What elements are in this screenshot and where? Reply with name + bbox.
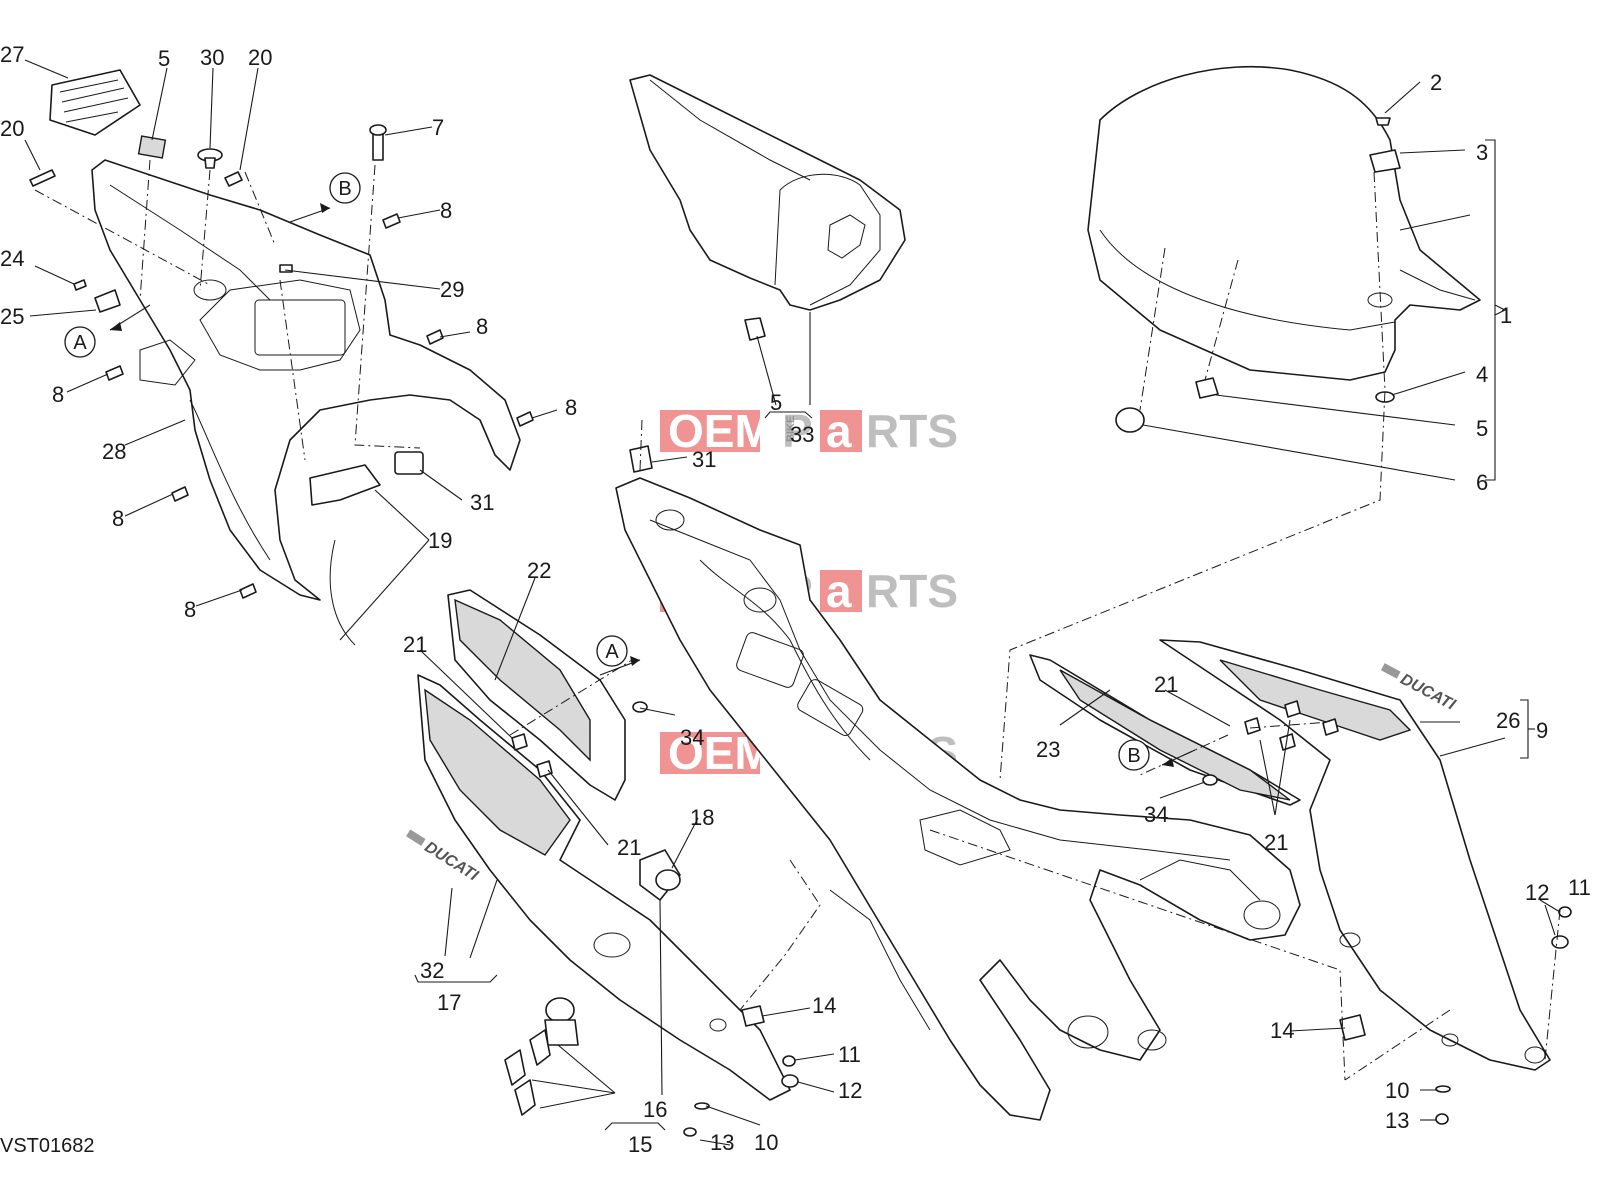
callout-5: 5 <box>158 46 170 71</box>
rear-subframe <box>615 477 1301 1121</box>
right-side-panel <box>1159 639 1551 1071</box>
svg-text:RTS: RTS <box>866 405 958 457</box>
rider-seat <box>1087 65 1481 381</box>
callout-31: 31 <box>692 447 716 472</box>
callout-26: 26 <box>1496 708 1520 733</box>
callout-30: 30 <box>200 45 224 70</box>
callout-5: 5 <box>770 390 782 415</box>
callout-8: 8 <box>476 314 488 339</box>
reference-mark-a-center: A <box>596 635 628 667</box>
callout-25: 25 <box>0 304 24 329</box>
svg-text:B: B <box>1127 745 1140 767</box>
callout-29: 29 <box>440 277 464 302</box>
callout-8: 8 <box>565 395 577 420</box>
callout-10: 10 <box>1385 1078 1409 1103</box>
callout-3: 3 <box>1476 140 1488 165</box>
callout-4: 4 <box>1476 362 1488 387</box>
callout-34: 34 <box>1144 802 1168 827</box>
assembly-lines <box>34 159 1561 1081</box>
svg-text:DUCATI: DUCATI <box>1398 671 1459 714</box>
svg-text:B: B <box>338 178 351 200</box>
callout-34: 34 <box>680 725 704 750</box>
callout-15: 15 <box>628 1132 652 1157</box>
svg-text:a: a <box>826 405 852 457</box>
callout-16: 16 <box>643 1097 667 1122</box>
svg-text:a: a <box>826 565 852 617</box>
svg-text:A: A <box>605 641 619 663</box>
callout-32: 32 <box>420 958 444 983</box>
reference-mark-a-left: A <box>64 326 96 358</box>
callouts: 1 2 3 4 5 5 5 6 7 8 8 8 8 8 8 9 10 10 11… <box>0 42 1591 1157</box>
right-inner-strip <box>1029 654 1301 806</box>
callout-14: 14 <box>1270 1018 1294 1043</box>
callout-2: 2 <box>1430 70 1442 95</box>
callout-7: 7 <box>432 115 444 140</box>
callout-21: 21 <box>617 835 641 860</box>
callout-19: 19 <box>428 528 452 553</box>
bracket-cable <box>309 451 424 646</box>
leader-lines <box>24 59 1561 1146</box>
passenger-seat <box>629 74 906 311</box>
callout-33: 33 <box>790 422 814 447</box>
callout-27: 27 <box>0 42 24 67</box>
svg-text:BIKE: BIKE <box>785 416 797 442</box>
callout-21: 21 <box>1154 672 1178 697</box>
callout-8: 8 <box>112 506 124 531</box>
callout-20: 20 <box>248 45 272 70</box>
callout-21: 21 <box>1264 830 1288 855</box>
callout-6: 6 <box>1476 470 1488 495</box>
callout-9: 9 <box>1536 718 1548 743</box>
svg-text:A: A <box>73 332 87 354</box>
callout-5: 5 <box>1476 416 1488 441</box>
diagram-code: VST01682 <box>0 1135 95 1157</box>
callout-21: 21 <box>403 632 427 657</box>
callout-17: 17 <box>437 990 461 1015</box>
left-side-panel-lower <box>417 674 791 1101</box>
tail-section <box>91 159 521 601</box>
callout-13: 13 <box>1385 1108 1409 1133</box>
callout-18: 18 <box>690 805 714 830</box>
reference-arrows <box>109 203 1196 767</box>
fuel-cap-lock <box>544 849 681 1046</box>
svg-text:RTS: RTS <box>866 565 958 617</box>
callout-24: 24 <box>0 246 24 271</box>
callout-12: 12 <box>1525 880 1549 905</box>
reference-mark-b-right: B <box>1118 739 1150 771</box>
callout-11: 11 <box>1568 875 1591 900</box>
rubber-pad <box>49 69 141 136</box>
callout-8: 8 <box>52 382 64 407</box>
callout-11: 11 <box>838 1042 861 1067</box>
left-side-panel-upper <box>447 589 626 801</box>
callout-14: 14 <box>812 993 836 1018</box>
callout-1: 1 <box>1500 303 1512 328</box>
callout-8: 8 <box>440 198 452 223</box>
reference-mark-b-top: B <box>329 172 361 204</box>
pad-small <box>137 135 167 159</box>
small-hardware <box>29 117 1572 1137</box>
callout-8: 8 <box>184 597 196 622</box>
watermark: OEM BIKE P a RTS <box>660 405 958 457</box>
callout-23: 23 <box>1036 737 1060 762</box>
callout-28: 28 <box>102 439 126 464</box>
callout-20: 20 <box>0 116 24 141</box>
callout-12: 12 <box>838 1078 862 1103</box>
callout-31: 31 <box>470 490 494 515</box>
callout-13: 13 <box>710 1130 734 1155</box>
keys <box>504 1029 551 1116</box>
callout-10: 10 <box>754 1130 778 1155</box>
callout-22: 22 <box>527 558 551 583</box>
svg-text:OEM: OEM <box>668 405 773 457</box>
